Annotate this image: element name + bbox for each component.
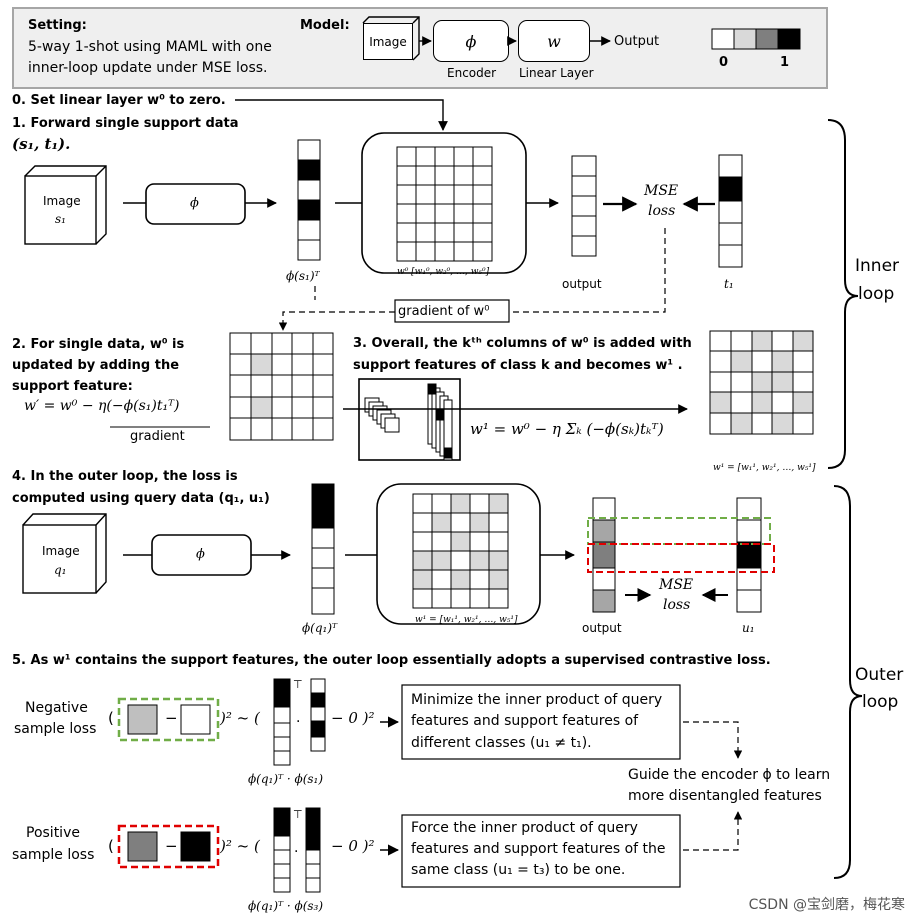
row1-shapes — [24, 99, 863, 879]
setting-line2: inner-loop update under MSE loss. — [28, 60, 268, 76]
guide-line1: Guide the encoder ϕ to learn — [628, 767, 831, 783]
step0-text: 0. Set linear layer w⁰ to zero. — [12, 93, 226, 108]
step4-line2: computed using query data (q₁, u₁) — [12, 491, 270, 506]
model-image-label: Image — [369, 34, 407, 49]
model-encoder-box: ϕ — [433, 20, 509, 62]
model-image-cube: Image — [363, 23, 413, 60]
neg-box-line1: Minimize the inner product of query — [411, 692, 663, 708]
step5-positive-shapes — [117, 807, 743, 893]
row1-output-label: output — [562, 277, 602, 291]
row4-mse: MSE — [659, 577, 694, 593]
row4-target-label: u₁ — [742, 621, 755, 635]
row1-image-label: Image — [43, 194, 81, 208]
step3-matrix — [709, 330, 814, 435]
pos-minus: − — [165, 837, 178, 855]
step5-line1: 5. As w¹ contains the support features, … — [12, 653, 771, 668]
row1-target-label: t₁ — [724, 277, 734, 291]
pos-dot: · — [294, 844, 299, 860]
step5-negative-shapes — [117, 678, 743, 766]
watermark: CSDN @宝剑磨，梅花寒 — [748, 897, 905, 913]
outer-loop-label-2: loop — [862, 692, 899, 712]
pos-sq: )² ~ ( — [220, 837, 260, 855]
model-linear-symbol: w — [547, 31, 561, 51]
row4-loss: loss — [663, 597, 691, 613]
step3-shapes — [343, 378, 688, 461]
outer-loop-label-1: Outer — [855, 665, 904, 685]
row1-phi: ϕ — [190, 196, 199, 211]
model-legend-shapes — [362, 16, 801, 61]
neg-box-line3: different classes (u₁ ≠ t₁). — [411, 735, 592, 751]
row1-matrix-label: w⁰ [w₁⁰, w₂⁰, …, w₅⁰] — [397, 267, 490, 277]
step1-line1: 1. Forward single support data — [12, 116, 239, 131]
neg-dot: · — [296, 714, 301, 730]
pos-open-paren: ( — [108, 837, 114, 855]
model-linear-label: Linear Layer — [519, 66, 594, 80]
row4-phi: ϕ — [196, 547, 205, 562]
inner-loop-label-2: loop — [858, 284, 895, 304]
pos-label-2: sample loss — [12, 847, 95, 863]
scale-max: 1 — [780, 55, 790, 70]
step1-line2: (s₁, t₁). — [12, 135, 71, 153]
step3-formula: w¹ = w⁰ − η Σₖ (−ϕ(sₖ)tₖᵀ) — [470, 420, 664, 438]
step3-matrix-label: w¹ = [w₁¹, w₂¹, …, w₅¹] — [713, 463, 816, 473]
pos-minus0: − 0 )² — [331, 837, 375, 855]
model-encoder-label: Encoder — [447, 66, 497, 80]
row4-output-label: output — [582, 621, 622, 635]
row4-image-label: Image — [42, 544, 80, 558]
row1-mse: MSE — [644, 183, 679, 199]
row4-shapes — [22, 483, 775, 625]
neg-feat-label: ϕ(q₁)ᵀ · ϕ(s₁) — [248, 772, 324, 786]
pos-box-line1: Force the inner product of query — [411, 820, 638, 836]
row4-feat-label: ϕ(q₁)ᵀ — [302, 621, 338, 635]
pos-box-line2: features and support features of the — [411, 841, 666, 857]
model-output-label: Output — [614, 34, 660, 49]
row4-image-sub: q₁ — [54, 563, 67, 577]
neg-label-1: Negative — [25, 700, 88, 716]
neg-minus0: − 0 )² — [331, 709, 375, 727]
step2-gradient-word: gradient — [130, 429, 185, 444]
step2-line2: updated by adding the — [12, 358, 180, 373]
neg-sq: )² ~ ( — [220, 709, 260, 727]
step2-line1: 2. For single data, w⁰ is — [12, 337, 185, 352]
neg-transpose: ⊤ — [293, 678, 303, 691]
pos-label-1: Positive — [26, 825, 80, 841]
pos-transpose: ⊤ — [293, 808, 303, 821]
pos-feat-label: ϕ(q₁)ᵀ · ϕ(s₃) — [248, 899, 324, 913]
inner-loop-label-1: Inner — [855, 256, 900, 276]
gradient-label: gradient of w⁰ — [398, 304, 490, 319]
setting-title: Setting: — [28, 18, 87, 33]
step2-line3: support feature: — [12, 379, 133, 394]
pos-box-line3: same class (u₁ = t₃) to be one. — [411, 862, 626, 878]
step4-line1: 4. In the outer loop, the loss is — [12, 469, 238, 484]
step2-formula: w′ = w⁰ − η(−ϕ(s₁)t₁ᵀ) — [24, 398, 180, 414]
row1-feat-label: ϕ(s₁)ᵀ — [286, 269, 320, 283]
setting-line1: 5-way 1-shot using MAML with one — [28, 39, 272, 55]
step3-line1: 3. Overall, the kᵗʰ columns of w⁰ is add… — [353, 336, 692, 351]
neg-box-line2: features and support features of — [411, 713, 639, 729]
guide-line2: more disentangled features — [628, 788, 822, 804]
neg-label-2: sample loss — [14, 721, 97, 737]
model-linear-box: w — [518, 20, 590, 62]
scale-min: 0 — [719, 55, 729, 70]
row1-loss: loss — [648, 203, 676, 219]
setting-panel — [12, 7, 828, 89]
neg-open-paren: ( — [108, 709, 114, 727]
row1-image-sub: s₁ — [55, 212, 66, 226]
step2-matrix — [229, 332, 334, 441]
row4-matrix-label: w¹ = [w₁¹, w₂¹, …, w₅¹] — [415, 615, 518, 625]
model-title: Model: — [300, 18, 350, 33]
model-encoder-symbol: ϕ — [465, 31, 477, 51]
step3-line2: support features of class k and becomes … — [353, 358, 683, 373]
neg-minus: − — [165, 709, 178, 727]
